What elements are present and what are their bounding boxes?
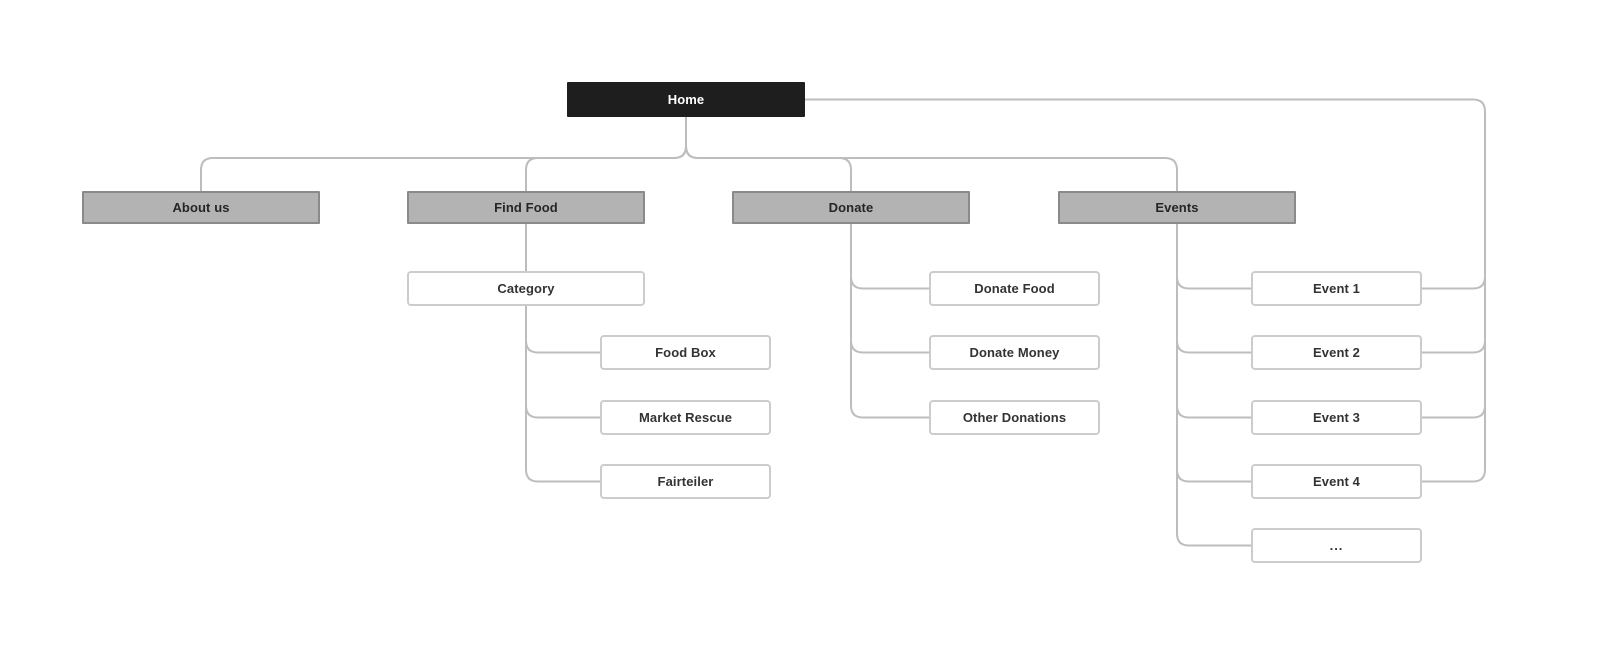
node-label: Food Box [655,344,716,360]
node-about-us[interactable]: About us [82,191,320,224]
node-category[interactable]: Category [407,271,645,306]
node-label: Fairteiler [657,473,714,489]
node-label: Home [667,91,705,107]
edge-home-events [685,116,1178,192]
edge-home-donate [685,116,852,192]
edge-home-find-food [525,116,687,192]
edge-donate-donate-food [850,275,930,290]
node-event-4[interactable]: Event 4 [1251,464,1422,499]
node-fairteiler[interactable]: Fairteiler [600,464,771,499]
node-other-donations[interactable]: Other Donations [929,400,1100,435]
node-label: Donate [828,199,874,215]
node-label: Find Food [494,199,558,215]
edge-category-food-box [525,339,601,354]
edge-home-event-1 [1421,275,1486,290]
node-label: Event 1 [1313,280,1360,296]
node-label: Events [1155,199,1199,215]
edge-events-event-3 [1176,404,1252,419]
edge-home-about-us [200,116,687,192]
node-label: Event 3 [1313,409,1360,425]
node-home[interactable]: Home [567,82,805,117]
edge-donate-other-donations [850,404,930,419]
edge-home-event-2 [1421,339,1486,354]
node-label: Other Donations [962,409,1067,425]
node-label: Category [497,280,555,296]
edge-home-event-4 [1421,468,1486,483]
edge-events-event-1 [1176,275,1252,290]
node-label: About us [172,199,230,215]
node-market-rescue[interactable]: Market Rescue [600,400,771,435]
node-donate-food[interactable]: Donate Food [929,271,1100,306]
node-label: Event 4 [1313,473,1360,489]
node-label: Donate Food [974,280,1055,296]
node-event-2[interactable]: Event 2 [1251,335,1422,370]
edge-events-event-4 [1176,468,1252,483]
node-find-food[interactable]: Find Food [407,191,645,224]
node-event-3[interactable]: Event 3 [1251,400,1422,435]
node-event-more[interactable]: ... [1251,528,1422,563]
node-donate-money[interactable]: Donate Money [929,335,1100,370]
edge-donate-donate-money [850,339,930,354]
edge-home-event-3 [1421,404,1486,419]
edge-category-market-rescue [525,404,601,419]
node-label: Market Rescue [638,409,733,425]
node-donate[interactable]: Donate [732,191,970,224]
edge-events-event-2 [1176,339,1252,354]
edge-category-fairteiler [525,468,601,483]
node-food-box[interactable]: Food Box [600,335,771,370]
edge-events-event-more [1176,532,1252,547]
node-label: Donate Money [969,344,1060,360]
node-event-1[interactable]: Event 1 [1251,271,1422,306]
node-label: ... [1329,537,1344,553]
node-events[interactable]: Events [1058,191,1296,224]
node-label: Event 2 [1313,344,1360,360]
